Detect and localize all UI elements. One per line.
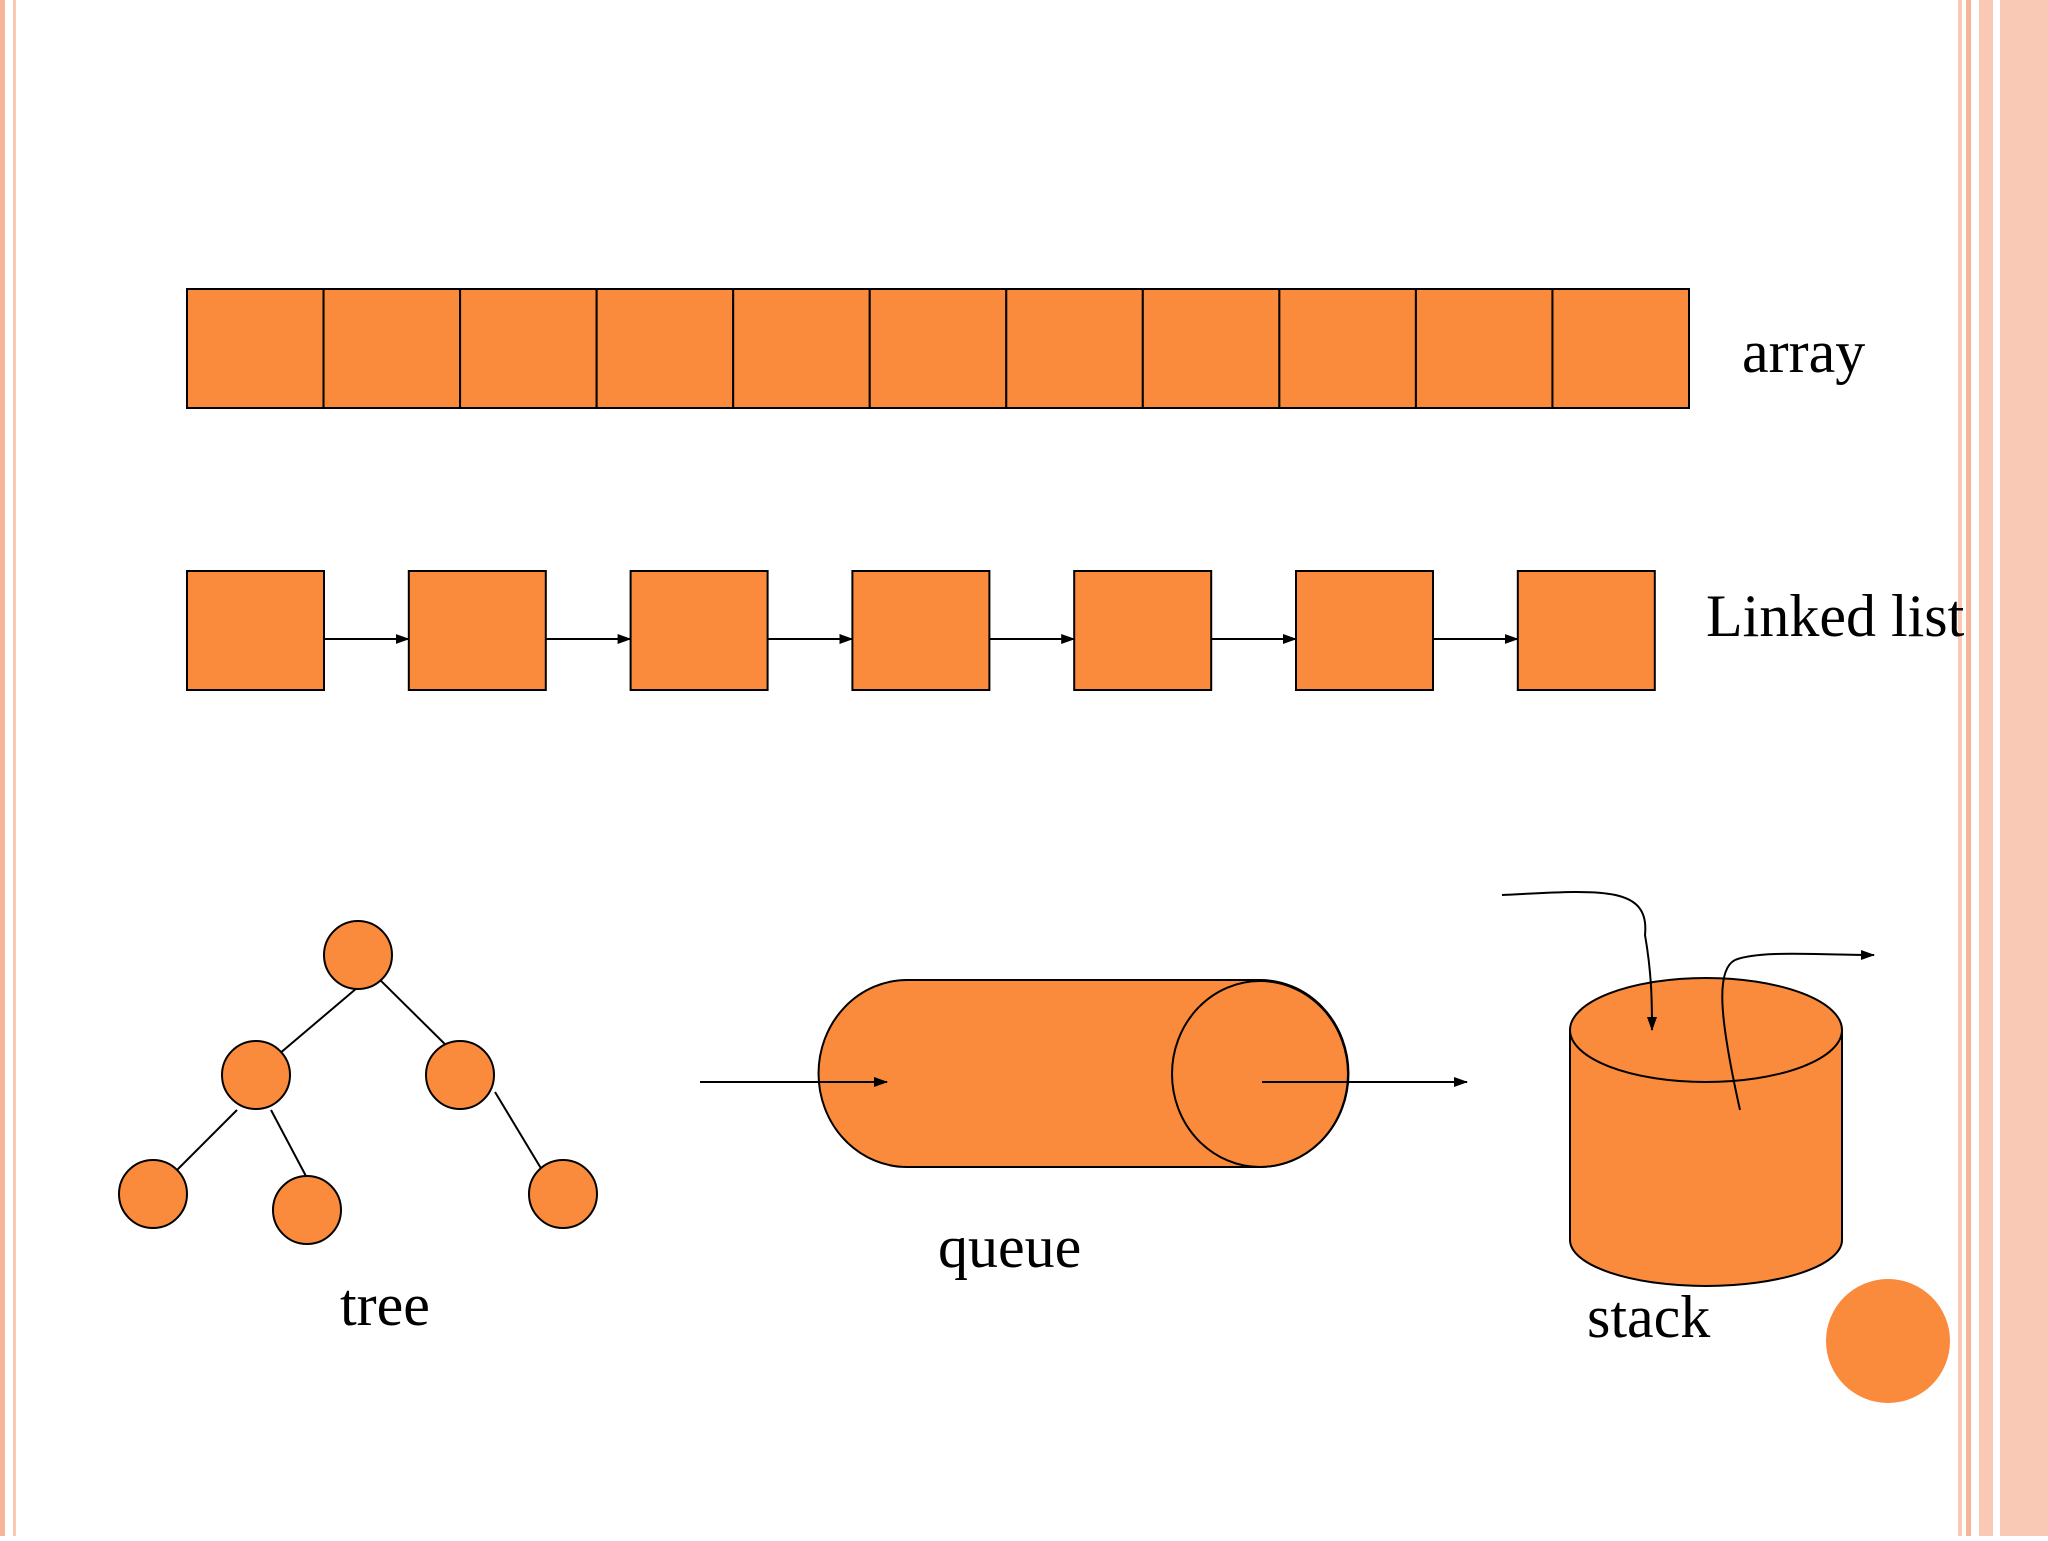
queue-cylinder-end <box>1171 980 1349 1168</box>
left-border-strip <box>0 0 5 1536</box>
array-cell <box>322 288 462 409</box>
stack-label: stack <box>1587 1284 1710 1350</box>
right-border-line-2 <box>1966 0 1971 1536</box>
linked-list-node <box>407 570 547 691</box>
tree-edge <box>494 1091 546 1176</box>
linked-list-node <box>629 570 769 691</box>
stack-cylinder-top <box>1569 977 1843 1083</box>
tree-node <box>323 920 393 990</box>
queue-diagram <box>700 979 1468 1168</box>
array-diagram <box>186 288 1691 409</box>
tree-edge <box>169 1109 238 1178</box>
linked-list-node <box>1516 570 1656 691</box>
right-border-line-1 <box>1958 0 1962 1536</box>
tree-node <box>118 1159 188 1229</box>
tree-node <box>272 1175 342 1245</box>
array-cell <box>1551 288 1691 409</box>
stack-diagram <box>1501 891 1875 1287</box>
array-cell <box>1005 288 1144 409</box>
left-border-line <box>13 0 16 1536</box>
right-border-strip <box>1979 0 1993 1536</box>
right-border-edge <box>2000 0 2048 1536</box>
array-cell <box>732 288 871 409</box>
array-cell <box>459 288 598 409</box>
queue-label: queue <box>938 1214 1081 1280</box>
linked-list-node <box>1295 570 1434 691</box>
array-cell <box>1141 288 1281 409</box>
stack-pop-arrow <box>1721 949 1875 1111</box>
tree-node <box>221 1040 291 1110</box>
tree-node <box>425 1040 495 1110</box>
stack-cylinder-body <box>1569 1029 1843 1287</box>
array-cell <box>186 288 325 409</box>
linked-list-node <box>1073 570 1213 691</box>
array-cell <box>1414 288 1554 409</box>
array-cell <box>868 288 1008 409</box>
array-cell <box>1278 288 1417 409</box>
linked-list-diagram <box>186 570 1656 691</box>
tree-node <box>528 1159 598 1229</box>
tree-diagram <box>118 920 598 1245</box>
tree-label: tree <box>340 1272 430 1338</box>
linked-list-label: Linked list <box>1706 583 1965 649</box>
linked-list-node <box>186 570 325 691</box>
tree-edge <box>270 1109 308 1179</box>
array-cell <box>595 288 735 409</box>
array-label: array <box>1742 319 1865 385</box>
decorative-orange-circle <box>1826 1279 1950 1403</box>
stack-push-arrow <box>1501 891 1657 1031</box>
linked-list-node <box>851 570 991 691</box>
